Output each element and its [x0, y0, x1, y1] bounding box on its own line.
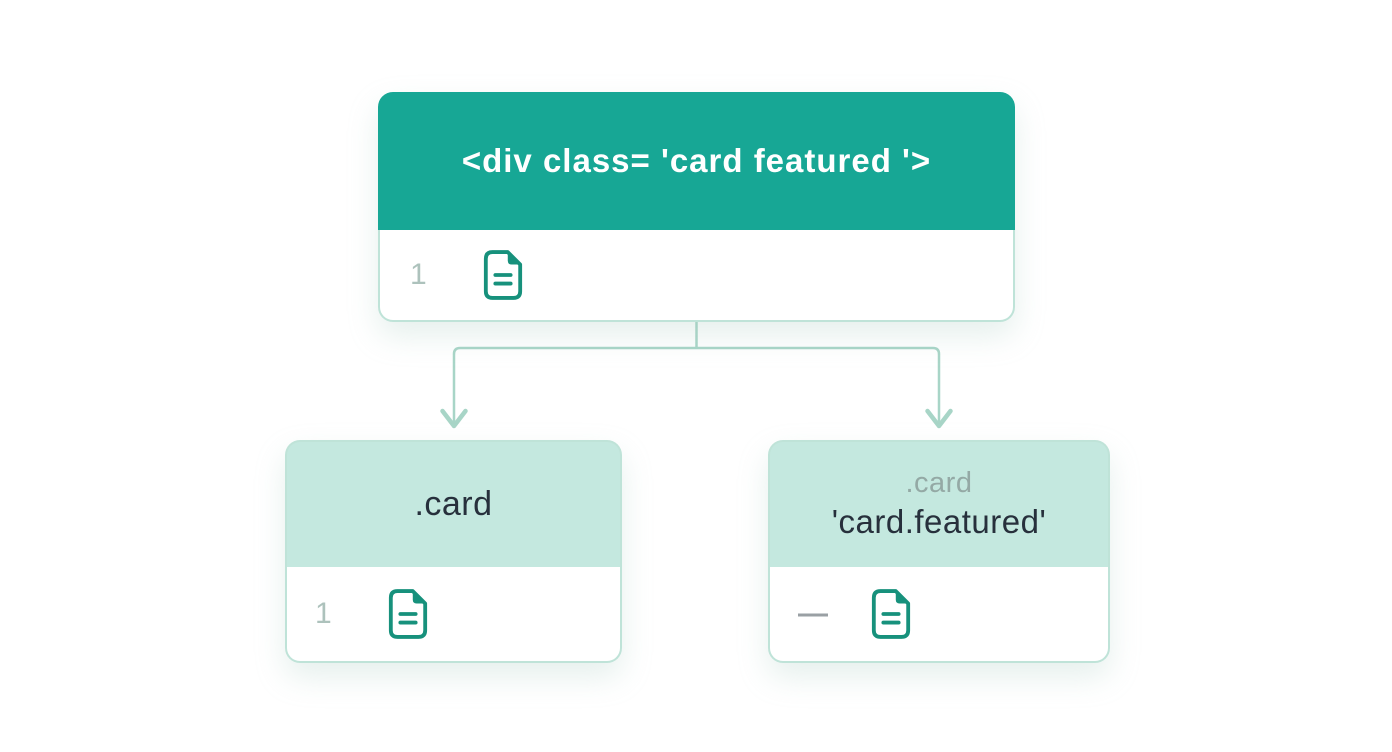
arrow-down-icon [925, 408, 953, 429]
selector-node-card-featured-body: — [768, 567, 1110, 663]
arrow-down-icon [440, 408, 468, 429]
parent-node-body: 1 [378, 230, 1015, 322]
parent-node-title: <div class= 'card featured '> [461, 142, 932, 179]
selector-node-card-header: .card [285, 440, 622, 567]
selector-node-card-body: 1 [285, 567, 622, 663]
match-count: 1 [410, 258, 427, 291]
selector-node-card: .card 1 [285, 440, 622, 663]
selector-node-card-featured-header: .card 'card.featured' [768, 440, 1110, 567]
selector-label: 'card.featured' [831, 502, 1047, 540]
match-count: 1 [315, 597, 332, 630]
parent-node-header: <div class= 'card featured '> [378, 92, 1015, 230]
parent-element-node: <div class= 'card featured '> 1 [378, 92, 1015, 322]
selector-node-card-featured: .card 'card.featured' — [768, 440, 1110, 663]
document-icon [482, 249, 524, 301]
selector-label: .card [414, 485, 493, 523]
document-icon [387, 588, 429, 640]
selector-label-muted: .card [905, 467, 973, 500]
match-count: — [798, 597, 828, 630]
document-icon [870, 588, 912, 640]
